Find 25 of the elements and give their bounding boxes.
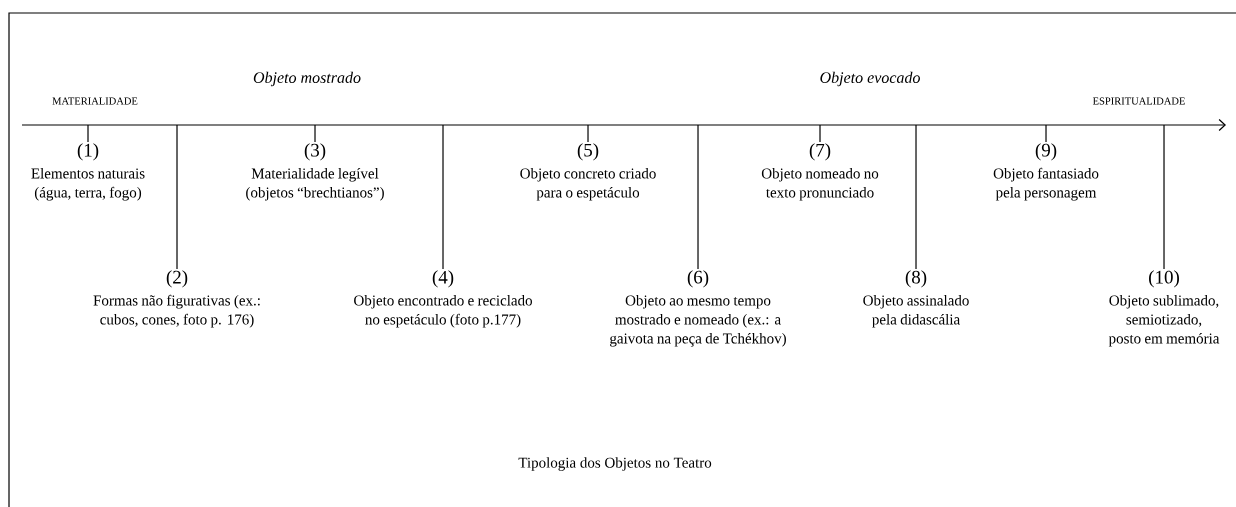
timeline-item: (10) Objeto sublimado, semiotizado, posto em memória xyxy=(1108,270,1220,347)
leader-line xyxy=(819,124,821,143)
timeline-item: (7) Objeto nomeado no texto pronunciado xyxy=(761,143,879,201)
timeline-item: (9) Objeto fantasiado pela personagem xyxy=(993,143,1099,201)
timeline-item: (8) Objeto assinalado pela didascália xyxy=(863,270,969,328)
timeline-item: (5) Objeto concreto criado para o espetáculo xyxy=(520,143,656,201)
leader-line xyxy=(314,124,316,143)
axis-end-label: MATERIALIDADE xyxy=(52,97,138,105)
timeline-item: (4) Objeto encontrado e reciclado no espetáculo (foto p.177) xyxy=(354,270,532,328)
leader-line xyxy=(915,124,917,270)
leader-line xyxy=(587,124,589,143)
timeline-item: (1) Elementos naturais (água, terra, fogo) xyxy=(31,143,145,201)
section-heading: Objeto evocado xyxy=(820,71,920,87)
timeline-item: (2) Formas não figurativas (ex.: cubos, cones, foto p. 176) xyxy=(93,270,260,328)
leader-line xyxy=(442,124,444,270)
section-heading: Objeto mostrado xyxy=(253,71,361,87)
leader-line xyxy=(697,124,699,270)
timeline-item: (6) Objeto ao mesmo tempo mostrado e nomeado (ex.: a gaivota na peça de Tchékhov) xyxy=(610,270,786,347)
axis-end-label: ESPIRITUALIDADE xyxy=(1092,97,1185,105)
leader-line xyxy=(87,124,89,143)
caption: Tipologia dos Objetos no Teatro xyxy=(518,457,712,471)
timeline-item: (3) Materialidade legível (objetos “brechtianos”) xyxy=(246,143,384,201)
leader-line xyxy=(1045,124,1047,143)
leader-line xyxy=(1163,124,1165,270)
leader-line xyxy=(176,124,178,270)
